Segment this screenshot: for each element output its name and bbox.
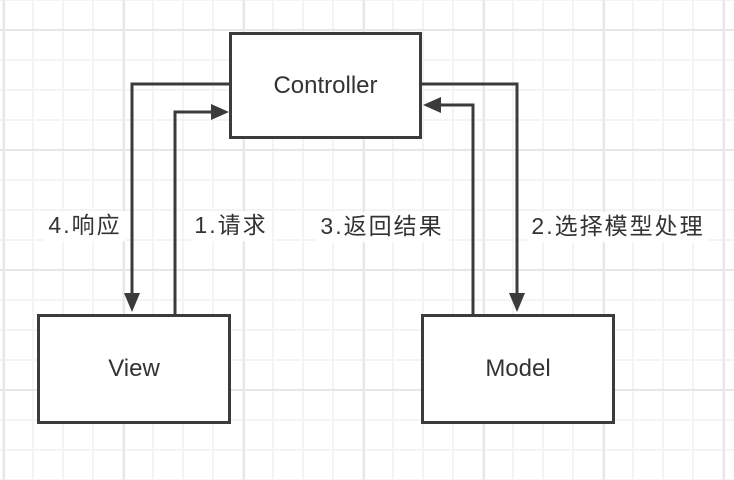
node-view-label: View <box>108 355 160 382</box>
edge-label-select-model[interactable]: 2.选择模型处理 <box>527 212 709 242</box>
edge-return-result-line[interactable] <box>440 103 475 314</box>
edge-response-arrowhead-icon <box>124 293 140 312</box>
edge-label-request[interactable]: 1.请求 <box>190 211 272 241</box>
node-model-label: Model <box>485 355 551 382</box>
edge-label-return-result[interactable]: 3.返回结果 <box>316 212 448 242</box>
node-controller[interactable]: Controller <box>229 32 422 139</box>
edge-request-line[interactable] <box>173 110 213 314</box>
node-view[interactable]: View <box>37 314 231 424</box>
node-controller-label: Controller <box>273 71 378 99</box>
edge-label-response[interactable]: 4.响应 <box>44 211 126 241</box>
edge-response-line[interactable] <box>130 82 229 295</box>
edge-return-result-arrowhead-icon <box>423 97 441 113</box>
edge-request-arrowhead-icon <box>211 104 229 120</box>
node-model[interactable]: Model <box>421 314 615 424</box>
edge-select-model-line[interactable] <box>421 82 519 295</box>
edge-select-model-arrowhead-icon <box>509 293 525 312</box>
